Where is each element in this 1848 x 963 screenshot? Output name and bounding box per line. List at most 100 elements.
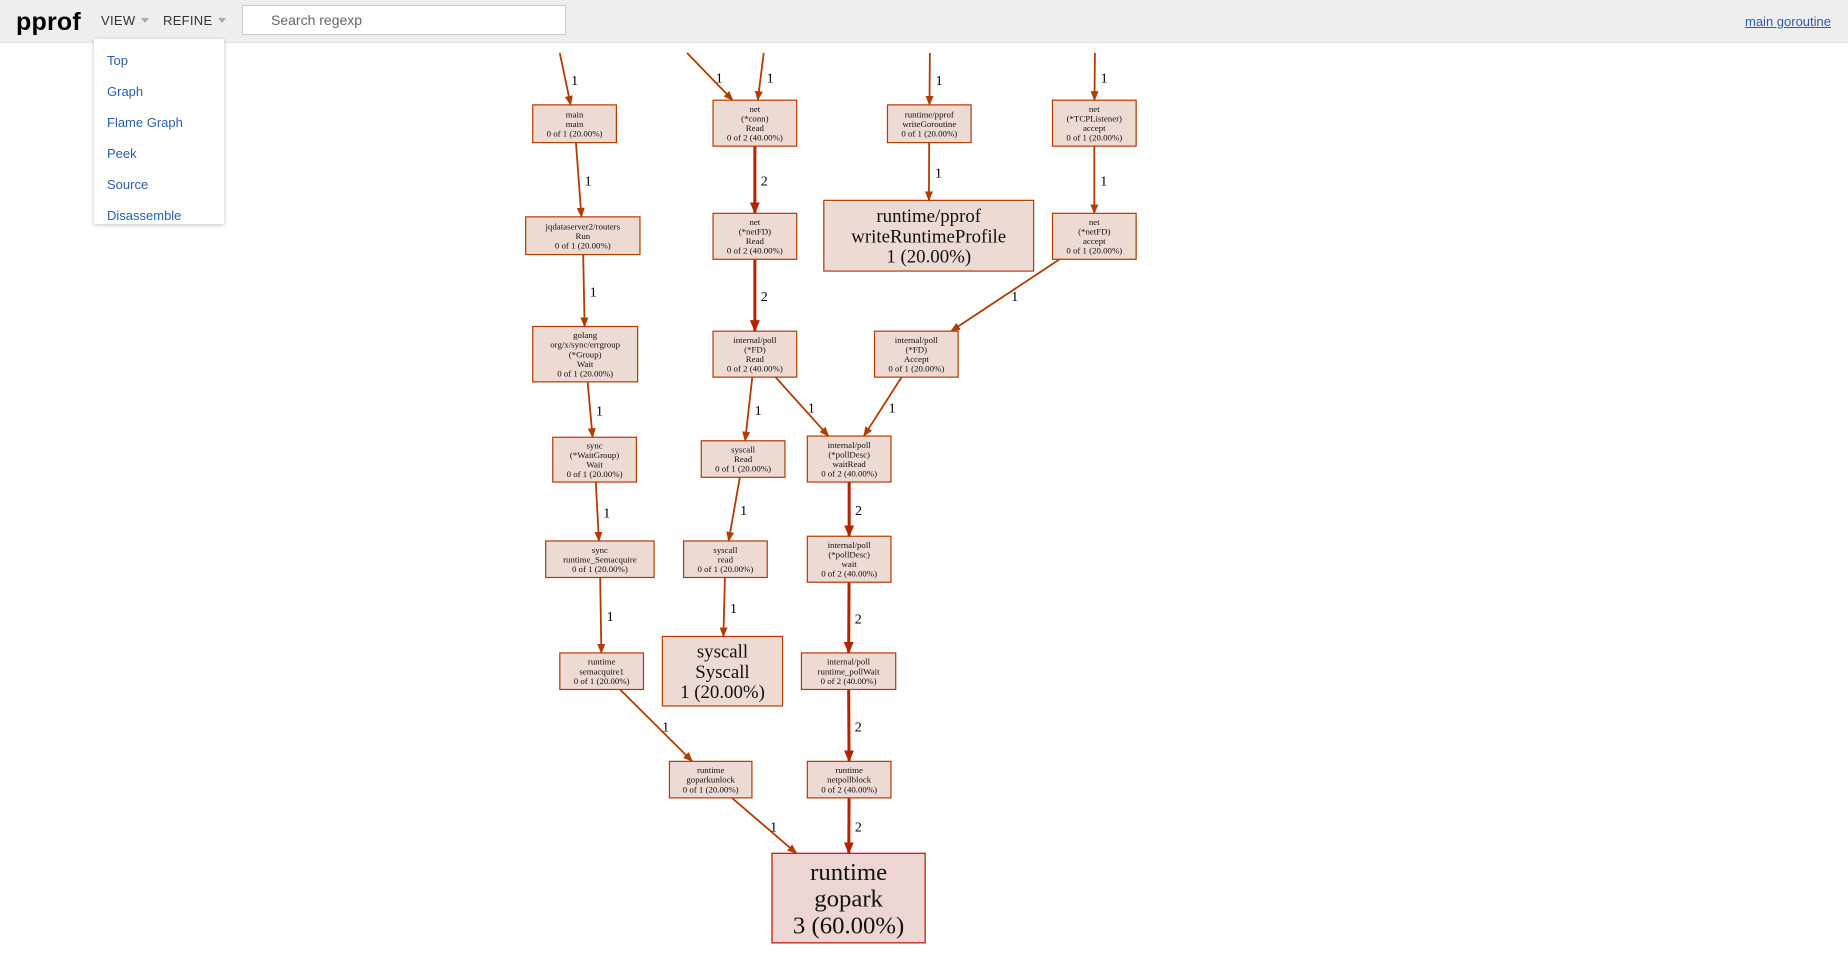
node-label: golang <box>573 330 598 340</box>
menu-item-peek[interactable]: Peek <box>107 146 137 161</box>
refine-menu-button[interactable]: REFINE <box>163 13 227 28</box>
node-label: runtime_Semacquire <box>563 554 637 564</box>
graph-edge[interactable]: 1 <box>586 381 603 439</box>
graph-edge[interactable]: 1 <box>594 481 610 542</box>
graph-edge[interactable]: 1 <box>863 376 903 437</box>
goroutine-link[interactable]: main goroutine <box>1745 14 1831 29</box>
graph-edge[interactable]: 1 <box>774 376 830 437</box>
edge-label: 1 <box>740 504 747 519</box>
graph-edge[interactable]: 1 <box>719 577 737 638</box>
node-label: 0 of 2 (40.00%) <box>821 784 877 794</box>
edge-label: 1 <box>808 402 815 417</box>
graph-edge[interactable]: 1 <box>619 688 694 763</box>
view-menu-button[interactable]: VIEW <box>101 13 150 28</box>
graph-edge[interactable]: 2 <box>844 482 862 538</box>
edge-label: 1 <box>730 602 737 617</box>
edge-label: 1 <box>585 175 592 190</box>
graph-edge[interactable]: 1 <box>686 52 734 101</box>
edge-label: 1 <box>1100 175 1107 190</box>
graph-edge[interactable]: 1 <box>731 797 798 854</box>
node-label: writeRuntimeProfile <box>851 226 1006 247</box>
node-label: gopark <box>814 886 883 913</box>
graph-edge[interactable]: 1 <box>1090 53 1108 102</box>
graph-edge[interactable]: 1 <box>575 142 592 218</box>
node-label: (*pollDesc) <box>828 550 870 560</box>
search-input[interactable] <box>242 5 566 35</box>
graph-edge[interactable]: 1 <box>925 53 943 106</box>
node-label: accept <box>1083 123 1106 133</box>
graph-edge[interactable]: 1 <box>924 142 942 202</box>
graph-edge[interactable]: 2 <box>749 146 768 215</box>
node-label: internal/poll <box>895 335 939 345</box>
graph-edge[interactable]: 1 <box>754 52 774 102</box>
node-label: 0 of 1 (20.00%) <box>1066 133 1122 143</box>
node-label: jqdataserver2/routers <box>545 221 621 231</box>
node-label: 0 of 1 (20.00%) <box>1066 246 1122 256</box>
node-label: Syscall <box>695 662 749 683</box>
edge-label: 1 <box>571 74 578 89</box>
node-label: 0 of 1 (20.00%) <box>555 240 611 250</box>
node-label: syscall <box>731 445 756 455</box>
node-label: main <box>566 109 584 119</box>
node-label: runtime_pollWait <box>818 666 881 676</box>
menu-item-top[interactable]: Top <box>107 53 128 68</box>
edge-label: 1 <box>590 285 597 300</box>
graph-edge[interactable]: 1 <box>950 258 1061 332</box>
menu-item-flame-graph[interactable]: Flame Graph <box>107 115 183 130</box>
edge-label: 2 <box>855 504 862 519</box>
edge-label: 1 <box>767 72 774 87</box>
chevron-down-icon <box>218 18 227 23</box>
node-label: (*pollDesc) <box>828 449 870 459</box>
node-label: semacquire1 <box>579 666 624 676</box>
edge-label: 1 <box>1011 290 1018 305</box>
menu-item-graph[interactable]: Graph <box>107 84 144 99</box>
edge-label: 1 <box>596 404 603 419</box>
node-label: 0 of 2 (40.00%) <box>821 676 877 686</box>
node-label: Read <box>746 236 765 246</box>
graph-edge[interactable]: 2 <box>844 689 862 763</box>
graph-edge[interactable]: 1 <box>1090 146 1107 215</box>
graph-edge[interactable]: 1 <box>726 477 748 542</box>
node-label: internal/poll <box>827 657 871 667</box>
menu-item-source[interactable]: Source <box>107 177 149 192</box>
graph-edge[interactable]: 1 <box>742 377 762 442</box>
node-label: 0 of 2 (40.00%) <box>821 569 877 579</box>
graph-edge[interactable]: 1 <box>597 577 614 654</box>
graph-edge[interactable]: 1 <box>580 254 597 328</box>
menu-item-disassemble[interactable]: Disassemble <box>107 208 182 223</box>
node-label: wait <box>842 559 858 569</box>
node-label: sync <box>592 545 608 555</box>
node-label: 0 of 1 (20.00%) <box>547 128 603 138</box>
graph-edge[interactable]: 2 <box>749 259 768 333</box>
edge-label: 2 <box>855 612 862 627</box>
graph-edge[interactable]: 2 <box>843 797 862 855</box>
node-label: net <box>1089 104 1100 114</box>
graph-edge[interactable]: 1 <box>558 52 578 106</box>
edge-label: 2 <box>855 720 862 735</box>
node-label: 0 of 1 (20.00%) <box>697 564 753 574</box>
graph-edge[interactable]: 2 <box>843 582 862 654</box>
